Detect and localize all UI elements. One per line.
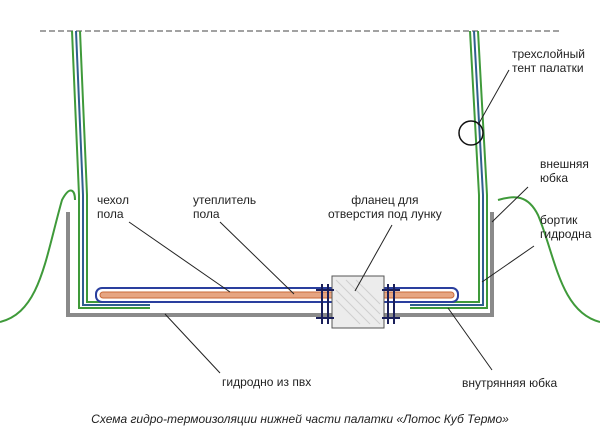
tent-wall-right xyxy=(410,30,488,309)
label-pvc-floor: гидродно из пвх xyxy=(222,375,312,389)
label-inner-skirt: внутрянняя юбка xyxy=(462,376,558,390)
leader-lines xyxy=(128,69,535,374)
tent-wall-left xyxy=(71,30,150,309)
pvc-floor-tray xyxy=(66,212,494,317)
tent-wall-highlight-circle xyxy=(458,120,484,146)
label-rim: бортик гидродна xyxy=(540,213,592,241)
label-outer-skirt: внешняя юбка xyxy=(540,157,589,185)
floor-insulation xyxy=(99,291,455,299)
label-tent: трехслойный тент палатки xyxy=(512,47,585,75)
label-flange: фланец для отверстия под лунку xyxy=(328,193,442,221)
outer-skirt-left xyxy=(0,189,76,323)
flange-bolts xyxy=(316,284,400,324)
outer-skirt-right xyxy=(497,196,600,323)
diagram-caption: Схема гидро-термоизоляции нижней части п… xyxy=(91,412,509,426)
label-floor-cover: чехол пола xyxy=(97,193,129,221)
flange-texture xyxy=(335,279,381,325)
label-insulation: утеплитель пола xyxy=(193,193,257,221)
